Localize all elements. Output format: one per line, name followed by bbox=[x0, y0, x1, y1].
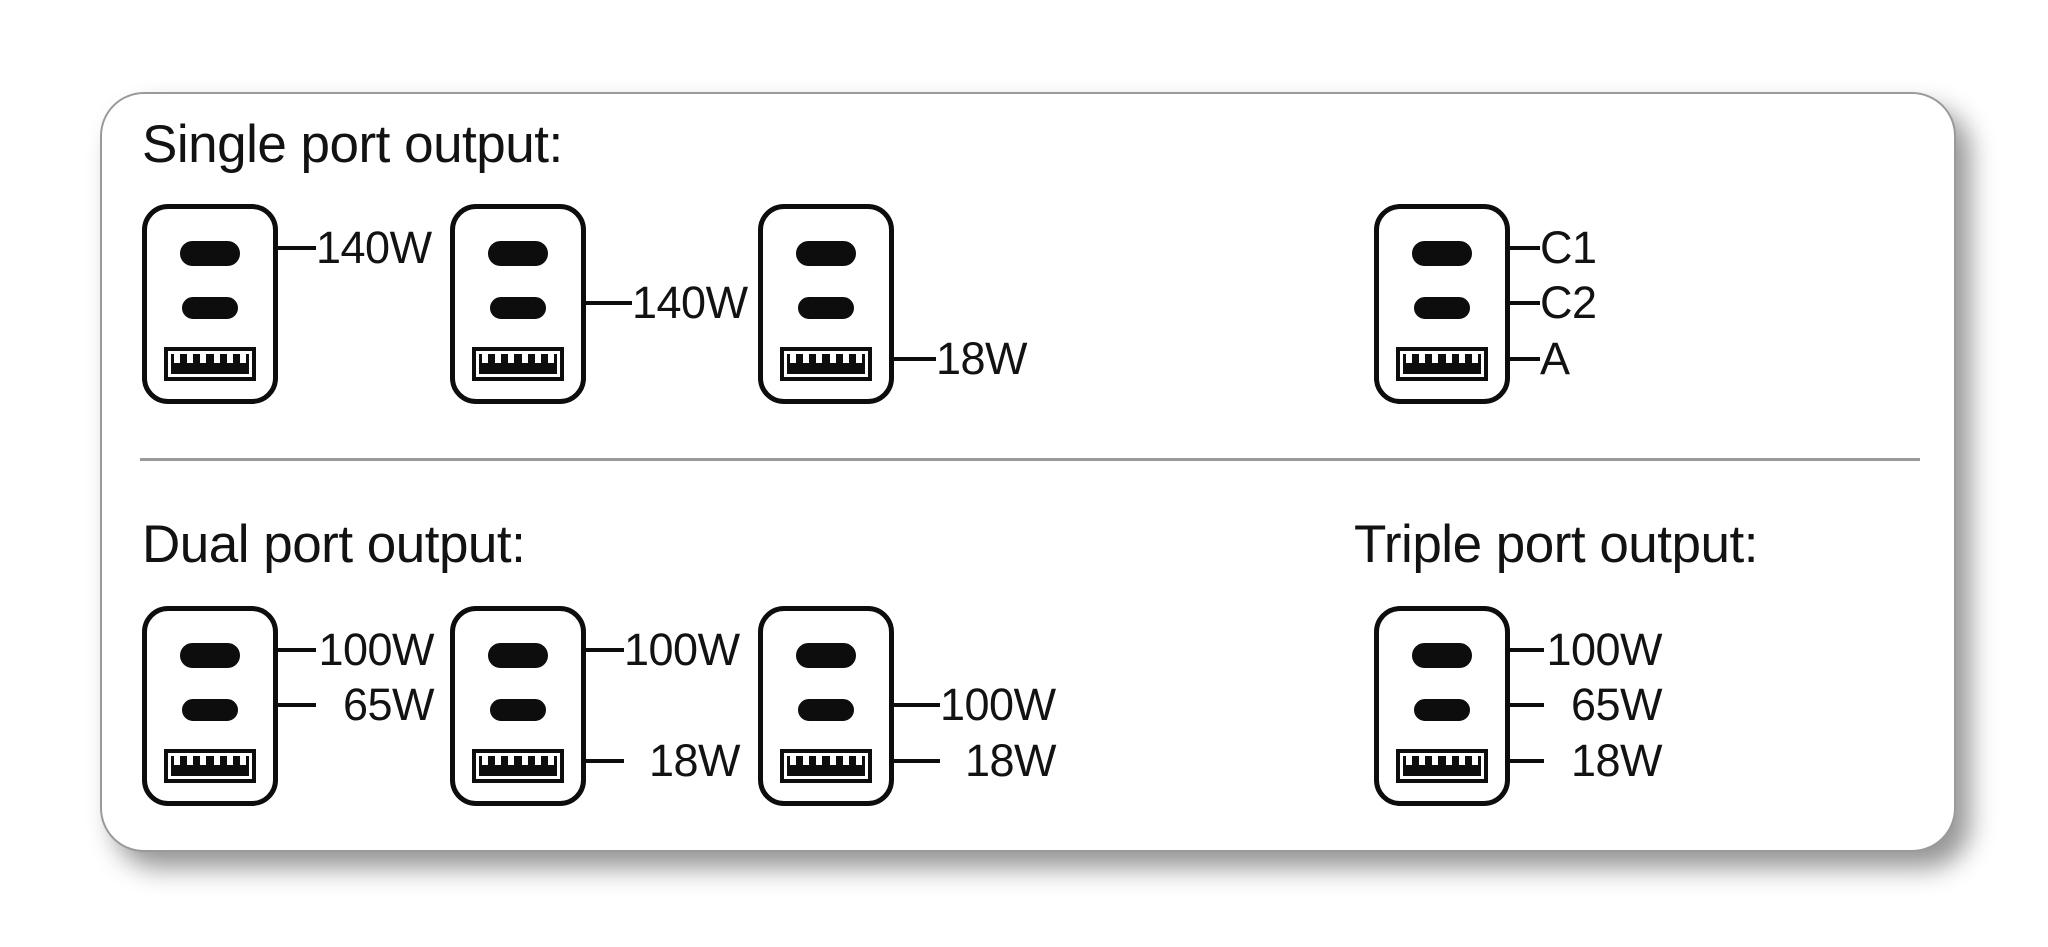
output-label-a: 18W bbox=[936, 333, 1028, 384]
usb-c-port-c1-icon bbox=[180, 241, 240, 266]
usb-c-port-c1-icon bbox=[1412, 643, 1472, 668]
usb-a-teeth bbox=[790, 756, 862, 765]
port-legend-label-c1: C1 bbox=[1540, 222, 1597, 273]
usb-c-port-c2-icon bbox=[798, 699, 854, 721]
section-divider bbox=[140, 458, 1920, 461]
usb-a-port-icon bbox=[472, 347, 564, 381]
output-label-c1: 100W bbox=[1546, 624, 1662, 675]
output-label-c2: 140W bbox=[632, 277, 748, 328]
output-label-c1: 100W bbox=[624, 624, 740, 675]
usb-c-port-c1-icon bbox=[488, 643, 548, 668]
charger-body bbox=[450, 204, 586, 404]
output-label-c1: 100W bbox=[318, 624, 434, 675]
usb-c-port-c1-icon bbox=[488, 241, 548, 266]
usb-c-port-c2-icon bbox=[182, 699, 238, 721]
usb-c-port-c2-icon bbox=[1414, 297, 1470, 319]
usb-a-tongue bbox=[171, 756, 249, 776]
usb-c-port-c1-icon bbox=[1412, 241, 1472, 266]
charger-group-dual-2: 100W 18W bbox=[450, 606, 741, 806]
usb-c-port-c1-icon bbox=[796, 241, 856, 266]
usb-a-port-icon bbox=[164, 347, 256, 381]
usb-a-tongue bbox=[1403, 354, 1481, 374]
charger-group-dual-3: 100W 18W bbox=[758, 606, 1057, 806]
lead-line-c2 bbox=[854, 703, 940, 707]
usb-a-port-icon bbox=[164, 749, 256, 783]
usb-a-port-icon bbox=[780, 749, 872, 783]
usb-a-tongue bbox=[787, 756, 865, 776]
charger-body bbox=[142, 204, 278, 404]
usb-a-tongue bbox=[787, 354, 865, 374]
output-label-c2: 65W bbox=[342, 679, 435, 730]
charger-group-port-legend: C1 C2 A bbox=[1374, 204, 1597, 404]
charger-group-dual-1: 100W 65W bbox=[142, 606, 435, 806]
usb-a-teeth bbox=[482, 756, 554, 765]
output-label-a: 18W bbox=[1570, 735, 1663, 786]
charger-body bbox=[1374, 204, 1510, 404]
usb-a-teeth bbox=[790, 354, 862, 363]
section-heading-single: Single port output: bbox=[142, 115, 563, 174]
usb-c-port-c2-icon bbox=[490, 297, 546, 319]
usb-a-tongue bbox=[479, 756, 557, 776]
usb-a-tongue bbox=[1403, 756, 1481, 776]
section-heading-triple: Triple port output: bbox=[1354, 515, 1758, 574]
output-label-a: 18W bbox=[964, 735, 1057, 786]
usb-a-teeth bbox=[482, 354, 554, 363]
usb-a-tongue bbox=[171, 354, 249, 374]
port-legend-label-a: A bbox=[1540, 333, 1570, 384]
usb-c-port-c2-icon bbox=[182, 297, 238, 319]
usb-a-teeth bbox=[174, 354, 246, 363]
output-label-c2: 100W bbox=[940, 679, 1056, 730]
usb-c-port-c2-icon bbox=[1414, 699, 1470, 721]
lead-line-a bbox=[868, 759, 940, 763]
usb-c-port-c2-icon bbox=[798, 297, 854, 319]
spec-card: Single port output: 140W bbox=[100, 92, 1956, 852]
output-label-c1: 140W bbox=[316, 222, 432, 273]
output-label-a: 18W bbox=[648, 735, 741, 786]
charger-body bbox=[758, 204, 894, 404]
usb-a-teeth bbox=[1406, 354, 1478, 363]
charger-group-single-1: 140W bbox=[142, 204, 432, 404]
charger-body bbox=[142, 606, 278, 806]
charger-group-triple-1: 100W 65W 18W bbox=[1374, 606, 1663, 806]
charger-group-single-2: 140W bbox=[450, 204, 748, 404]
lead-line-a bbox=[1484, 759, 1544, 763]
usb-a-teeth bbox=[174, 756, 246, 765]
charger-body bbox=[450, 606, 586, 806]
charger-body bbox=[1374, 606, 1510, 806]
usb-a-port-icon bbox=[472, 749, 564, 783]
lead-line-a bbox=[560, 759, 624, 763]
usb-a-tongue bbox=[479, 354, 557, 374]
lead-line-a bbox=[868, 357, 936, 361]
usb-c-port-c1-icon bbox=[796, 643, 856, 668]
charger-group-single-3: 18W bbox=[758, 204, 1028, 404]
lead-line-a bbox=[1484, 357, 1540, 361]
lead-line-c2 bbox=[546, 301, 632, 305]
usb-c-port-c2-icon bbox=[490, 699, 546, 721]
section-heading-dual: Dual port output: bbox=[142, 515, 526, 574]
usb-a-port-icon bbox=[780, 347, 872, 381]
usb-a-teeth bbox=[1406, 756, 1478, 765]
output-label-c2: 65W bbox=[1570, 679, 1663, 730]
usb-c-port-c1-icon bbox=[180, 643, 240, 668]
charger-body bbox=[758, 606, 894, 806]
usb-a-port-icon bbox=[1396, 347, 1488, 381]
usb-a-port-icon bbox=[1396, 749, 1488, 783]
port-legend-label-c2: C2 bbox=[1540, 277, 1597, 328]
